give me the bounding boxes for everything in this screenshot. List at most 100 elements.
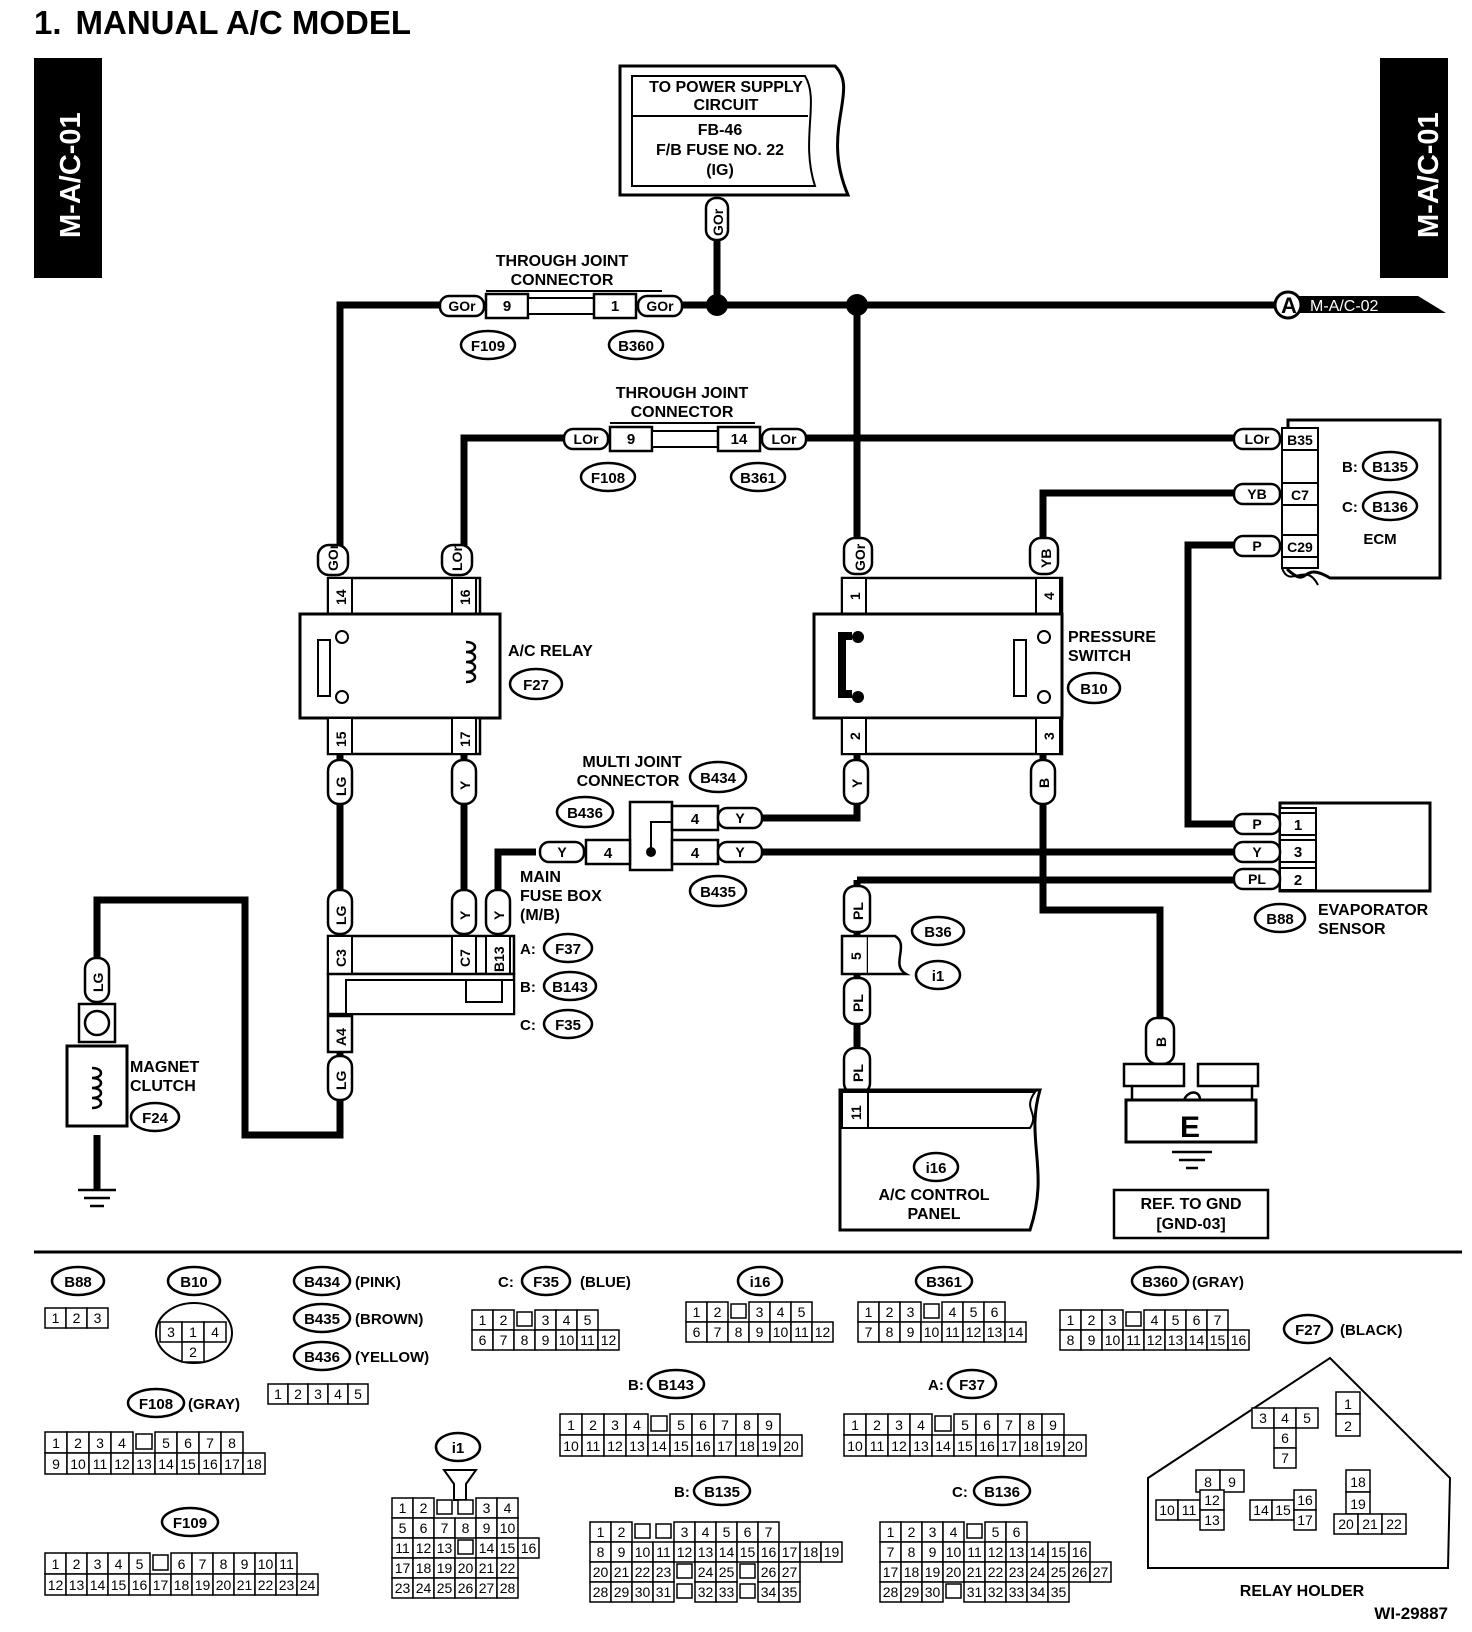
wire-p — [1184, 541, 1240, 828]
ac-relay: GOr LOr 14 16 15 17 LG Y A/C RELAY F27 — [298, 543, 593, 806]
main-fuse-box: LG Y Y C3 C7 B13 A4 LG MAIN FUSE BOX (M/… — [326, 869, 602, 1102]
pin-number: 7 — [865, 1324, 873, 1340]
pin-number: 23 — [1009, 1564, 1025, 1580]
pin-label: 3 — [1041, 732, 1057, 740]
pin-number: 8 — [908, 1544, 916, 1560]
page-number: 1. — [34, 4, 62, 41]
wire-label-lor: LOr — [772, 431, 797, 447]
pin-number: 1 — [597, 1524, 605, 1540]
pin-label: B13 — [491, 946, 507, 972]
pin-number: 18 — [904, 1564, 920, 1580]
pin-label: 16 — [457, 589, 473, 605]
offpage-connector-a: A M-A/C-02 — [1273, 290, 1446, 320]
pin-label: 2 — [1294, 872, 1302, 889]
legend-B361: B361 — [926, 1274, 962, 1291]
pin-number: 2 — [420, 1500, 428, 1516]
pin-number: 18 — [246, 1456, 262, 1472]
pin-number: 9 — [929, 1544, 937, 1560]
legend-F108-color: (GRAY) — [188, 1396, 240, 1413]
pin-number: 2 — [589, 1417, 597, 1433]
pin-number: 20 — [593, 1564, 609, 1580]
pin-number: 17 — [883, 1564, 899, 1580]
pin-number: 21 — [614, 1564, 630, 1580]
pin-number: 22 — [1386, 1516, 1402, 1532]
pin-number: 5 — [162, 1435, 170, 1451]
panel-line1: A/C CONTROL — [878, 1187, 989, 1204]
pin-number: 15 — [1051, 1544, 1067, 1560]
pin-cell — [242, 1452, 266, 1475]
pin-number: 5 — [354, 1386, 362, 1402]
ecm-b-prefix: B: — [1342, 459, 1358, 476]
pin-number: 3 — [756, 1304, 764, 1320]
legend-text: A: — [928, 1377, 944, 1394]
legend-i1: i1 — [452, 1440, 465, 1457]
pin-number: 35 — [1051, 1584, 1067, 1600]
wire-label-lg: LG — [333, 1070, 349, 1090]
pin-number: 9 — [1228, 1474, 1236, 1490]
pin-number: 6 — [991, 1304, 999, 1320]
pin-number: 12 — [1147, 1332, 1163, 1348]
pin-label: B35 — [1287, 432, 1313, 448]
pin-number: 8 — [228, 1435, 236, 1451]
pin-cell — [1295, 1407, 1319, 1429]
pin-number: 16 — [695, 1438, 711, 1454]
pin-number: 10 — [258, 1556, 274, 1572]
pin-number: 13 — [69, 1577, 85, 1593]
wire-label-y: Y — [457, 780, 473, 790]
power-supply-box: TO POWER SUPPLY CIRCUIT FB-46 F/B FUSE N… — [618, 64, 851, 242]
pin-number: 10 — [1159, 1502, 1175, 1518]
mb-a-prefix: A: — [520, 941, 536, 958]
relay-holder-label: RELAY HOLDER — [1240, 1583, 1365, 1600]
pin-number: 2 — [618, 1524, 626, 1540]
pin-number: 10 — [773, 1324, 789, 1340]
ground-line2: [GND-03] — [1156, 1216, 1225, 1233]
wire-label-y: Y — [557, 844, 567, 860]
splice-dot — [706, 294, 728, 316]
side-tab-left-text: M-A/C-01 — [55, 112, 87, 238]
connector-tag — [166, 1265, 222, 1297]
conn-B88: B88 — [1266, 911, 1294, 928]
pin-cell — [203, 1321, 227, 1343]
wire-label-b: B — [1036, 778, 1052, 788]
pin-cell — [715, 1581, 738, 1603]
pin-number: 17 — [1001, 1438, 1017, 1454]
pin-number: 10 — [635, 1544, 651, 1560]
wire-label-pl: PL — [850, 1064, 866, 1082]
connector-tag — [292, 1302, 352, 1334]
pin-number: 15 — [180, 1456, 196, 1472]
mc-line1: MAGNET — [130, 1059, 200, 1076]
pin-number: 6 — [420, 1520, 428, 1536]
pin-number: 1 — [399, 1500, 407, 1516]
connector-tag — [434, 1431, 482, 1463]
mb-line2: FUSE BOX — [520, 888, 602, 905]
pin-number: 28 — [593, 1584, 609, 1600]
legend-B435-color: (BROWN) — [355, 1311, 423, 1328]
pin-number: 22 — [635, 1564, 651, 1580]
pin-number: 22 — [500, 1560, 516, 1576]
pin-number: 3 — [96, 1435, 104, 1451]
pin-number: 32 — [698, 1584, 714, 1600]
pin-label: 3 — [1294, 844, 1302, 861]
tj1-line2: CONNECTOR — [511, 272, 614, 289]
pin-number: 34 — [761, 1584, 777, 1600]
pin-number: 7 — [714, 1324, 722, 1340]
power-line2: CIRCUIT — [694, 97, 759, 114]
pin-number: 4 — [118, 1435, 126, 1451]
pin-number: 9 — [241, 1556, 249, 1572]
pin-number: 7 — [1214, 1312, 1222, 1328]
magnet-clutch: LG MAGNET CLUTCH F24 — [65, 956, 200, 1208]
pin-number: 19 — [195, 1577, 211, 1593]
ground-line1: REF. TO GND — [1140, 1196, 1241, 1213]
pin-number: 18 — [416, 1560, 432, 1576]
pin-number: 12 — [607, 1438, 623, 1454]
pin-number: 26 — [1072, 1564, 1088, 1580]
pin-number: 13 — [1168, 1332, 1184, 1348]
legend-B435: B435 — [304, 1311, 340, 1328]
pin-number: 2 — [714, 1304, 722, 1320]
pin-number: 6 — [1281, 1430, 1289, 1446]
mj-line1: MULTI JOINT — [582, 754, 681, 771]
pin-number: 6 — [1193, 1312, 1201, 1328]
connector-face: 2 — [181, 1341, 205, 1363]
